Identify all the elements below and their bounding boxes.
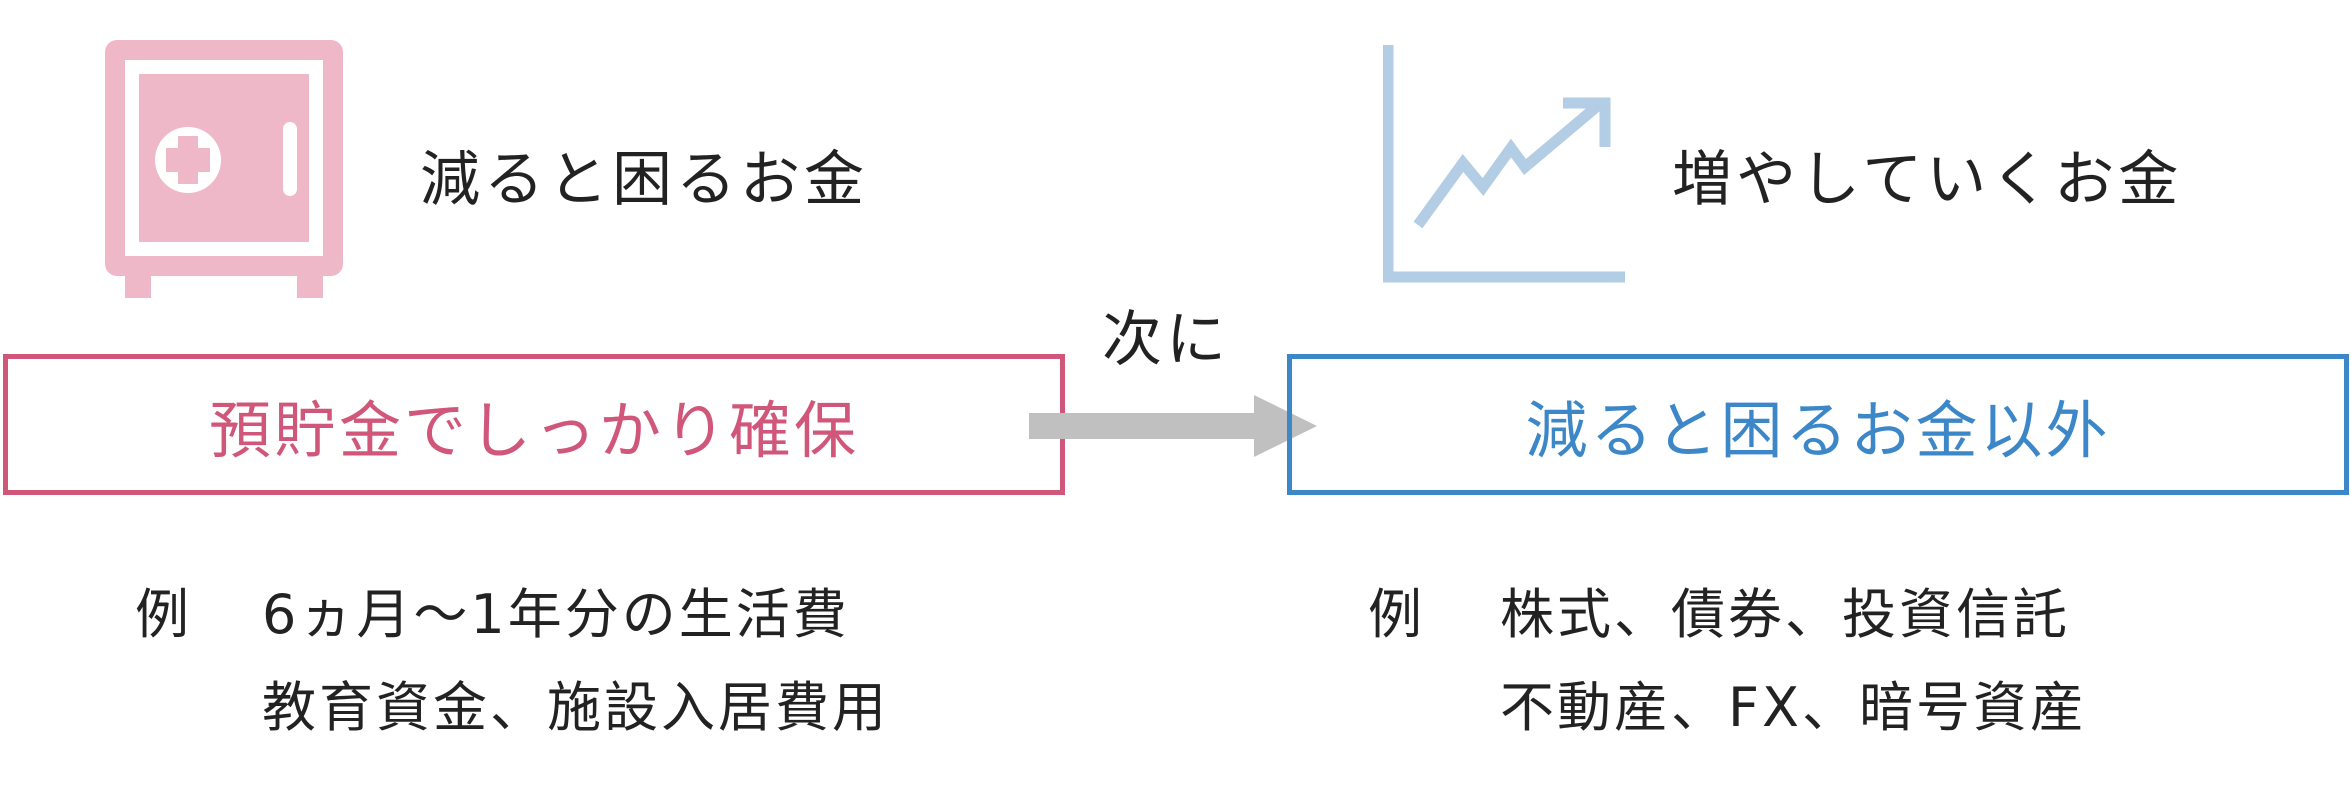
left-box-label: 預貯金でしっかり確保 <box>208 393 859 467</box>
right-heading: 増やしていくお金 <box>1672 145 2183 215</box>
right-box: 減ると困るお金以外 <box>1287 354 2349 495</box>
right-example-label: 例 <box>1368 583 1425 646</box>
right-example-2: 不動産、FX、暗号資産 <box>1500 676 2088 739</box>
safe-icon <box>105 40 343 298</box>
arrow-right-icon <box>1029 395 1317 457</box>
left-box: 預貯金でしっかり確保 <box>3 354 1065 495</box>
left-example-label: 例 <box>135 583 192 646</box>
right-example-1: 株式、債券、投資信託 <box>1500 583 2070 646</box>
left-example-2: 教育資金、施設入居費用 <box>262 676 889 739</box>
right-box-label: 減ると困るお金以外 <box>1525 393 2111 467</box>
left-example-1: 6ヵ月〜1年分の生活費 <box>262 583 850 646</box>
left-heading: 減ると困るお金 <box>420 145 868 215</box>
rising-chart-icon <box>1383 45 1625 283</box>
connector-label: 次に <box>1102 305 1230 375</box>
